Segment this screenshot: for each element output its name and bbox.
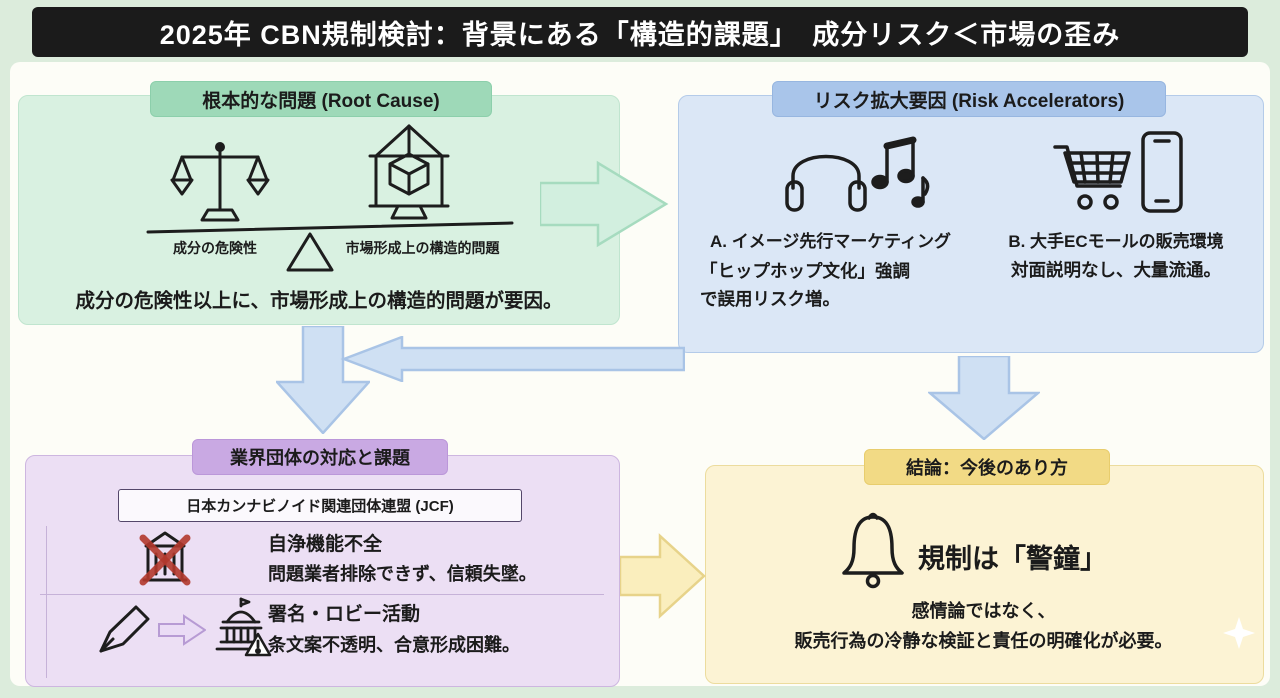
smartphone-icon xyxy=(1141,131,1183,213)
scale-label: 成分の危険性 xyxy=(173,240,257,256)
conclusion-desc-line1: 感情論ではなく、 xyxy=(911,601,1056,621)
structure-label: 市場形成上の構造的問題 xyxy=(345,240,500,256)
table-left-border xyxy=(46,526,47,678)
risk-accelerators-box xyxy=(678,95,1264,353)
shopping-cart-icon xyxy=(1053,145,1131,210)
industry-response-header: 業界団体の対応と課題 xyxy=(192,439,448,475)
conclusion-header-label: 結論：今後のあり方 xyxy=(906,458,1068,478)
balance-scale-icon xyxy=(170,142,270,222)
risk-accelerators-header-label: リスク拡大要因 (Risk Accelerators) xyxy=(813,90,1125,112)
root-cause-header-label: 根本的な問題 (Root Cause) xyxy=(202,90,440,112)
conclusion-header: 結論：今後のあり方 xyxy=(864,449,1110,485)
building-crossed-out-icon xyxy=(139,531,191,586)
risk-accelerators-header: リスク拡大要因 (Risk Accelerators) xyxy=(772,81,1166,117)
arrow-blue-down-left xyxy=(276,326,370,434)
music-notes-icon xyxy=(871,136,930,208)
industry-row2-desc: 条文案不透明、合意形成困難。 xyxy=(268,635,520,655)
headphones-icon xyxy=(785,154,867,212)
risk-item-b-title: B. 大手ECモールの販売環境 xyxy=(1008,232,1224,251)
root-cause-header: 根本的な問題 (Root Cause) xyxy=(150,81,492,117)
arrow-yellow-right xyxy=(620,533,706,619)
conclusion-title: 規制は「警鐘」 xyxy=(918,544,1107,574)
flow-arrow-icon xyxy=(158,614,206,646)
jcf-org-label: 日本カンナビノイド関連団体連盟 (JCF) xyxy=(118,489,522,522)
root-cause-box xyxy=(18,95,620,325)
arrow-green-right xyxy=(540,160,669,248)
risk-item-a-title: A. イメージ先行マーケティング xyxy=(709,232,952,251)
arrow-blue-left xyxy=(340,336,685,382)
risk-item-a-desc: 「ヒップホップ文化」強調で誤用リスク増。 xyxy=(700,261,910,309)
table-row-divider xyxy=(40,594,604,595)
industry-row2-title: 署名・ロビー活動 xyxy=(268,604,421,625)
arrow-blue-down-right xyxy=(928,356,1040,440)
sparkle-icon xyxy=(1223,617,1255,649)
title-bar: 2025年 CBN規制検討：背景にある「構造的課題」 成分リスク＜市場の歪み xyxy=(32,7,1248,57)
industry-row1-desc: 問題業者排除できず、信頼失墜。 xyxy=(268,564,537,584)
industry-row1-title: 自浄機能不全 xyxy=(268,534,383,555)
root-cause-summary: 成分の危険性以上に、市場形成上の構造的問題が要因。 xyxy=(75,290,563,312)
conclusion-desc-line2: 販売行為の冷静な検証と責任の明確化が必要。 xyxy=(794,631,1173,651)
page-title: 2025年 CBN規制検討：背景にある「構造的課題」 成分リスク＜市場の歪み xyxy=(159,19,1121,50)
pen-icon xyxy=(99,605,150,653)
bell-icon xyxy=(842,512,904,589)
conclusion-box xyxy=(705,465,1264,684)
industry-response-header-label: 業界団体の対応と課題 xyxy=(230,448,410,468)
market-structure-icon xyxy=(368,124,450,220)
seesaw-fulcrum-icon xyxy=(146,221,514,272)
risk-item-b-desc: 対面説明なし、大量流通。 xyxy=(1011,260,1221,280)
capitol-warning-icon xyxy=(215,597,272,657)
